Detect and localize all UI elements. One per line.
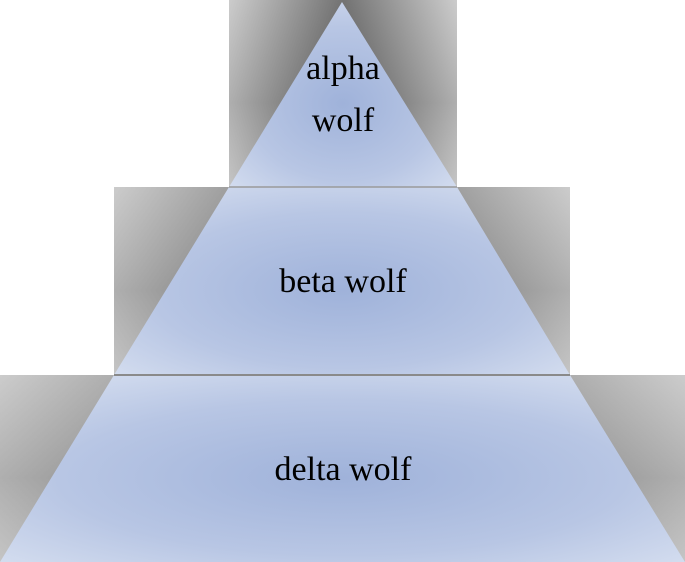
tier-label-alpha-line1: alpha	[306, 50, 380, 87]
tier-top-shape	[229, 2, 457, 187]
tier-middle-shape	[114, 187, 570, 375]
tier-label-delta: delta wolf	[275, 451, 413, 488]
tier-bottom-shape	[0, 375, 685, 562]
tier-labels: alpha wolf beta wolf delta wolf	[275, 50, 413, 488]
tier-label-beta: beta wolf	[279, 263, 407, 300]
tier-label-alpha-line2: wolf	[312, 102, 375, 139]
